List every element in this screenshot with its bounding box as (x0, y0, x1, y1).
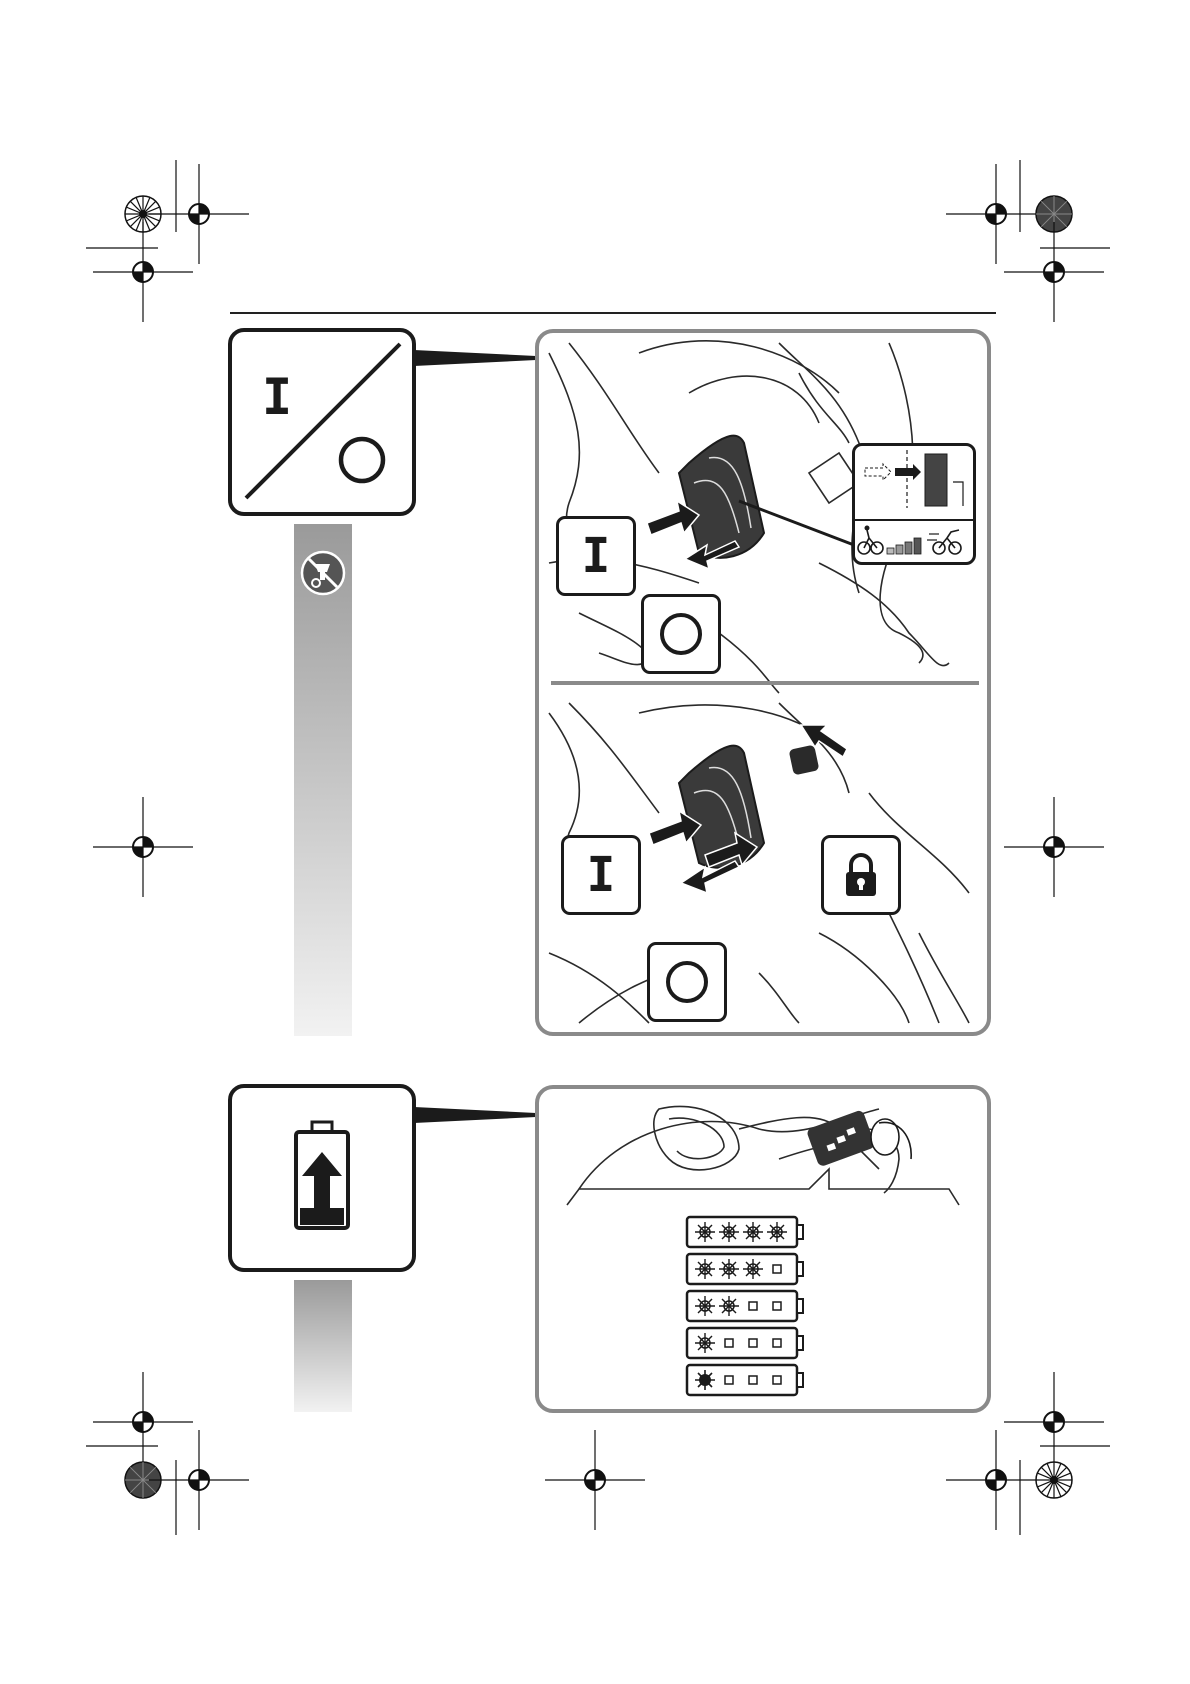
display-inset-art (855, 446, 973, 562)
section-bar (294, 1280, 352, 1412)
battery-charge-icon (228, 1084, 416, 1272)
on-symbol: I (262, 372, 292, 422)
off-position-label (641, 594, 721, 674)
on-symbol: I (587, 851, 616, 899)
battery-illustration-panel (535, 1085, 991, 1413)
battery-level-row (687, 1291, 803, 1321)
on-position-label: I (556, 516, 636, 596)
on-position-label: I (561, 835, 641, 915)
battery-level-row (687, 1328, 803, 1358)
no-tool-icon (300, 550, 346, 596)
on-symbol: I (582, 532, 611, 580)
battery-level-row (687, 1365, 803, 1395)
off-position-label (647, 942, 727, 1022)
battery-glyph (232, 1088, 412, 1268)
device-lineart (539, 333, 987, 1032)
battery-level-row (687, 1217, 803, 1247)
battery-level-row (687, 1254, 803, 1284)
callout-connector (414, 1103, 536, 1133)
header-rule (230, 312, 996, 314)
switch-illustration-panel: I I (535, 329, 991, 1036)
lock-label (821, 835, 901, 915)
off-symbol (666, 961, 708, 1003)
racing-bicycle-icon (927, 530, 961, 554)
bicycle-icon (858, 526, 883, 555)
on-off-slash (232, 332, 412, 512)
callout-connector (414, 346, 536, 376)
section-bar (294, 524, 352, 1036)
on-off-icon: I (228, 328, 416, 516)
battery-level-indicators (539, 1089, 987, 1409)
lock-icon (843, 852, 879, 898)
speed-display-icon (852, 443, 976, 565)
off-symbol (660, 613, 702, 655)
